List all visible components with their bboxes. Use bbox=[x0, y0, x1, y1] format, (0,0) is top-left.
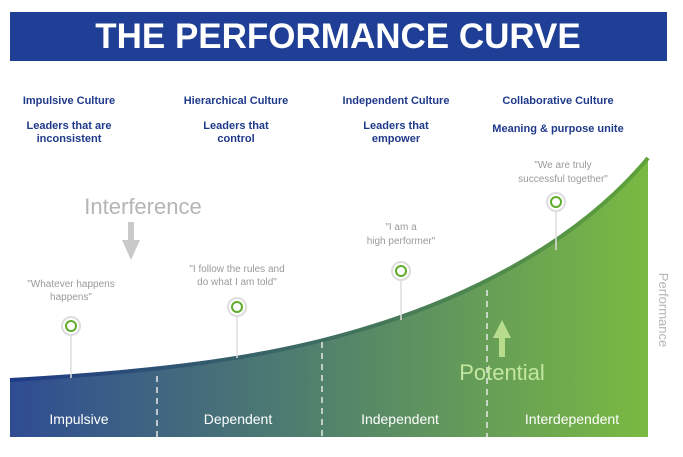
pin-icon bbox=[546, 192, 566, 212]
culture-leaders: Leaders that bbox=[203, 120, 269, 132]
pin-icon bbox=[227, 297, 247, 317]
culture-leaders: control bbox=[217, 133, 254, 145]
stage-dividers bbox=[156, 290, 488, 437]
culture-leaders: inconsistent bbox=[37, 133, 102, 145]
stage-label: Impulsive bbox=[49, 411, 108, 427]
performance-curve bbox=[9, 156, 650, 382]
stage-label: Independent bbox=[361, 411, 439, 427]
quote: "Whatever happens bbox=[27, 279, 115, 290]
culture-name: Hierarchical Culture bbox=[184, 95, 289, 107]
quote: successful together" bbox=[518, 174, 608, 185]
pins bbox=[70, 210, 557, 378]
culture-headers: Impulsive Culture Leaders that are incon… bbox=[23, 95, 624, 145]
quote: "We are truly bbox=[534, 160, 591, 171]
culture-leaders: Meaning & purpose unite bbox=[492, 123, 623, 135]
quote: happens" bbox=[50, 292, 92, 303]
culture-name: Impulsive Culture bbox=[23, 95, 115, 107]
quote: high performer" bbox=[367, 236, 436, 247]
culture-name: Collaborative Culture bbox=[502, 95, 613, 107]
interference-label: Interference bbox=[84, 194, 201, 219]
culture-name: Independent Culture bbox=[343, 95, 450, 107]
title-banner bbox=[10, 12, 667, 61]
pin-icon bbox=[391, 261, 411, 281]
up-arrow-icon bbox=[493, 320, 511, 357]
stage-label: Interdependent bbox=[525, 411, 619, 427]
quote: do what I am told" bbox=[197, 277, 277, 288]
quote: "I am a bbox=[385, 222, 417, 233]
culture-leaders: empower bbox=[372, 133, 421, 145]
culture-leaders: Leaders that are bbox=[27, 120, 112, 132]
pin-icon bbox=[61, 316, 81, 336]
performance-axis-label: Performance bbox=[656, 273, 671, 347]
quotes: "Whatever happens happens" "I follow the… bbox=[27, 160, 608, 303]
potential-label: Potential bbox=[459, 360, 545, 385]
culture-leaders: Leaders that bbox=[363, 120, 429, 132]
pin-markers bbox=[61, 192, 566, 336]
quote: "I follow the rules and bbox=[189, 264, 284, 275]
stage-label: Dependent bbox=[204, 411, 273, 427]
down-arrow-icon bbox=[122, 222, 140, 260]
page-title: THE PERFORMANCE CURVE bbox=[95, 17, 581, 56]
stage-labels: Impulsive Dependent Independent Interdep… bbox=[49, 411, 619, 427]
